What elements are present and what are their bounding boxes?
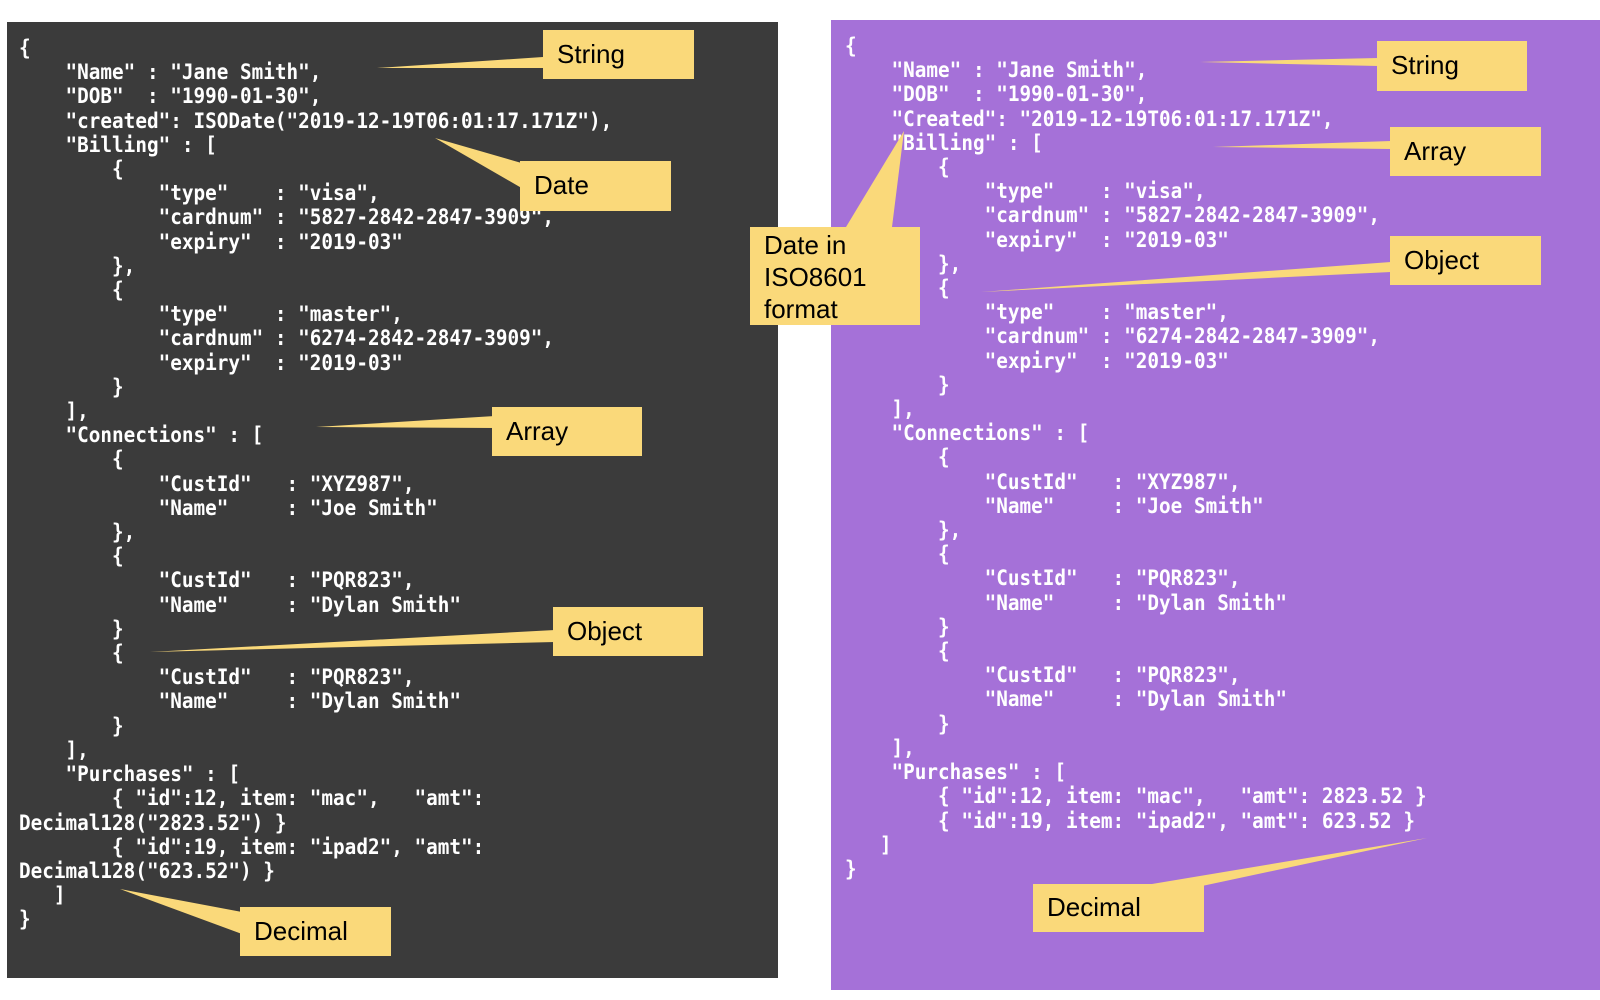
callout-decimal-left: Decimal [240,907,391,956]
bson-document-code: { "Name" : "Jane Smith", "DOB" : "1990-0… [19,36,613,932]
json-document-code: { "Name" : "Jane Smith", "DOB" : "1990-0… [845,34,1427,881]
callout-array-left: Array [492,407,642,456]
callout-string-left: String [543,30,694,79]
callout-date-iso8601: Date in ISO8601 format [750,227,920,325]
callout-array-right: Array [1390,127,1541,176]
callout-object-right: Object [1390,236,1541,285]
callout-date-left: Date [520,161,671,211]
code-panel-json [831,20,1600,990]
callout-string-right: String [1377,41,1527,91]
callout-object-left: Object [553,607,703,656]
callout-decimal-right: Decimal [1033,884,1204,932]
